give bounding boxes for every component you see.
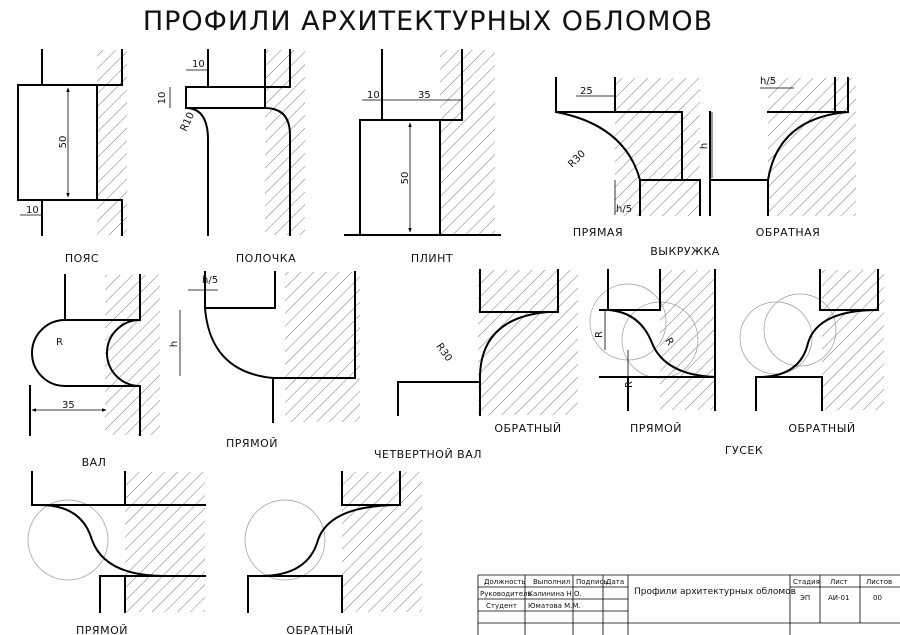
dim-plint-50: 50 xyxy=(400,172,411,185)
caption-gusek-obratny: ОБРАТНЫЙ xyxy=(788,422,855,435)
profile-polochka xyxy=(169,49,305,236)
profile-vykruzhka-pryamaya xyxy=(554,77,701,216)
caption-vykruzhka: ВЫКРУЖКА xyxy=(650,245,720,258)
tb-sheet-value: АИ-01 xyxy=(828,594,849,602)
caption-bottom-pryamoy: ПРЯМОЙ xyxy=(76,624,128,635)
tb-row2-name: Юматова М.М. xyxy=(528,602,581,610)
dim-plint-10: 10 xyxy=(367,90,380,101)
caption-polochka: ПОЛОЧКА xyxy=(236,252,296,265)
sheet-title: ПРОФИЛИ АРХИТЕКТУРНЫХ ОБЛОМОВ xyxy=(143,6,713,37)
profile-poyas xyxy=(17,49,127,236)
tb-stage-value: ЭП xyxy=(800,594,810,602)
profile-val xyxy=(29,274,160,436)
tb-stage-label: Стадия xyxy=(793,578,820,586)
tb-col-signature: Подпись xyxy=(576,578,608,586)
dim-val-r: R xyxy=(56,337,63,348)
dim-vyk-obr-h: h xyxy=(699,143,710,149)
tb-sheets-label: Листов xyxy=(866,578,892,586)
caption-chetvertnoy-val: ЧЕТВЕРТНОЙ ВАЛ xyxy=(374,448,482,461)
dim-polochka-10-top: 10 xyxy=(192,59,205,70)
dim-gusek-r3: R xyxy=(662,336,675,348)
profile-gusek-obratny xyxy=(739,269,884,411)
dim-vyk-25: 25 xyxy=(580,86,593,97)
dim-val-35: 35 xyxy=(62,400,75,411)
caption-plint: ПЛИНТ xyxy=(411,252,453,265)
caption-vykruzhka-obratnaya: ОБРАТНАЯ xyxy=(756,226,821,239)
dim-poyas-50: 50 xyxy=(58,136,69,149)
caption-vykruzhka-pryamaya: ПРЯМАЯ xyxy=(573,226,623,239)
profile-chv-pryamoy xyxy=(179,271,360,423)
dim-plint-35: 35 xyxy=(418,90,431,101)
title-block xyxy=(477,574,900,635)
caption-chv-obratny: ОБРАТНЫЙ xyxy=(494,422,561,435)
dim-polochka-r10: R10 xyxy=(179,111,197,133)
dim-chv-h: h xyxy=(169,341,180,347)
tb-row1-name: Калинина Н.О. xyxy=(528,590,582,598)
caption-poyas: ПОЯС xyxy=(65,252,99,265)
caption-gusek: ГУСЕК xyxy=(725,444,763,457)
tb-drawing-title: Профили архитектурных обломов xyxy=(634,587,796,597)
caption-val: ВАЛ xyxy=(82,456,107,469)
tb-col-performed: Выполнил xyxy=(533,578,570,586)
profile-plint xyxy=(344,49,501,236)
dim-vyk-h5: h/5 xyxy=(616,204,632,215)
profile-chv-obratny xyxy=(397,269,578,416)
dim-polochka-10-side: 10 xyxy=(157,92,168,105)
caption-bottom-obratny: ОБРАТНЫЙ xyxy=(286,624,353,635)
dim-vyk-r30: R30 xyxy=(566,148,588,170)
tb-row2-role: Студент xyxy=(486,602,517,610)
caption-gusek-pryamoy: ПРЯМОЙ xyxy=(630,422,682,435)
dim-chv-h5: h/5 xyxy=(202,275,218,286)
tb-row1-role: Руководитель xyxy=(480,590,532,598)
profile-gusek-pryamoy xyxy=(589,269,716,411)
dim-vyk-obr-h5: h/5 xyxy=(760,76,776,87)
profile-vykruzhka-obratnaya xyxy=(709,77,856,216)
dim-gusek-r1: R xyxy=(594,331,605,338)
profile-bottom-pryamoy xyxy=(27,471,206,613)
caption-chv-pryamoy: ПРЯМОЙ xyxy=(226,437,278,450)
tb-col-date: Дата xyxy=(606,578,624,586)
profile-bottom-obratny xyxy=(244,471,422,613)
dim-chv-r30: R30 xyxy=(434,341,454,363)
dim-poyas-10: 10 xyxy=(26,205,39,216)
dim-gusek-r2: R xyxy=(624,381,635,388)
tb-col-position: Должность xyxy=(484,578,525,586)
tb-sheets-value: 00 xyxy=(873,594,882,602)
tb-sheet-label: Лист xyxy=(830,578,848,586)
